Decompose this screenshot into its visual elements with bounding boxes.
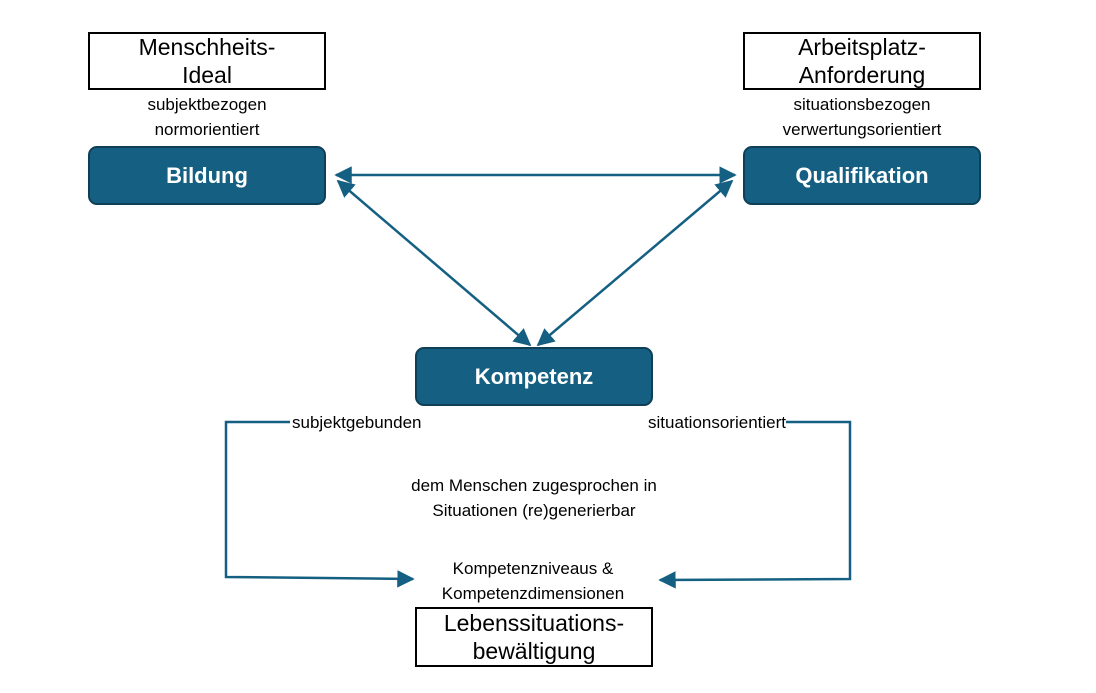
arrow-bildung-kompetenz <box>336 179 532 347</box>
subjektgebunden-label: subjektgebunden <box>292 410 452 435</box>
lebenssituationsbewaeltigung-box: Lebenssituations- bewältigung <box>415 607 653 667</box>
kompetenz-description-line-1: dem Menschen zugesprochen in <box>411 476 657 495</box>
arrow-left-bracket <box>224 420 415 588</box>
qualifikation-caption-line-2: verwertungsorientiert <box>782 120 942 139</box>
arbeitsplatz-anforderung-box: Arbeitsplatz- Anforderung <box>743 32 981 90</box>
kompetenz-node-label: Kompetenz <box>474 363 594 389</box>
bildung-caption-line-1: subjektbezogen <box>147 95 267 114</box>
arbeitsplatz-line-1: Arbeitsplatz- <box>798 34 926 60</box>
arrow-right-bracket <box>658 420 852 589</box>
bildung-caption: subjektbezogen normorientiert <box>88 92 326 142</box>
qualifikation-node-label: Qualifikation <box>795 162 929 188</box>
kompetenz-description: dem Menschen zugesprochen in Situationen… <box>340 473 728 523</box>
kompetenzniveaus-caption: Kompetenzniveaus & Kompetenzdimensionen <box>404 556 662 606</box>
lebenssituations-line-1: Lebenssituations- <box>443 610 625 636</box>
kompetenz-description-line-2: Situationen (re)generierbar <box>432 501 636 520</box>
lebenssituations-line-2: bewältigung <box>472 638 596 664</box>
bildung-caption-line-2: normorientiert <box>154 120 260 139</box>
situationsorientiert-text: situationsorientiert <box>648 413 786 432</box>
kompetenzniveaus-line-1: Kompetenzniveaus & <box>452 559 614 578</box>
qualifikation-caption: situationsbezogen verwertungsorientiert <box>733 92 991 142</box>
menschheits-ideal-line-2: Ideal <box>182 62 232 88</box>
bildung-node-label: Bildung <box>166 162 248 188</box>
situationsorientiert-label: situationsorientiert <box>608 410 786 435</box>
bildung-node: Bildung <box>88 146 326 205</box>
menschheits-ideal-line-1: Menschheits- <box>138 34 276 60</box>
qualifikation-caption-line-1: situationsbezogen <box>793 95 931 114</box>
menschheits-ideal-box: Menschheits- Ideal <box>88 32 326 90</box>
arbeitsplatz-line-2: Anforderung <box>798 62 926 88</box>
arrow-qualifikation-kompetenz <box>536 179 734 347</box>
kompetenz-node: Kompetenz <box>415 347 653 406</box>
qualifikation-node: Qualifikation <box>743 146 981 205</box>
kompetenzniveaus-line-2: Kompetenzdimensionen <box>441 584 625 603</box>
subjektgebunden-text: subjektgebunden <box>292 413 422 432</box>
